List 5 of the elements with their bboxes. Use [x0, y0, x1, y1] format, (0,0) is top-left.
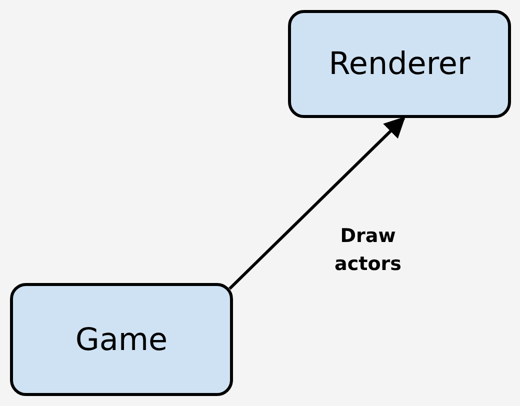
node-label: Game	[75, 322, 168, 358]
process-box	[10, 283, 233, 396]
process-box	[288, 10, 511, 118]
node-label: Renderer	[328, 46, 470, 82]
arrow	[228, 116, 406, 290]
